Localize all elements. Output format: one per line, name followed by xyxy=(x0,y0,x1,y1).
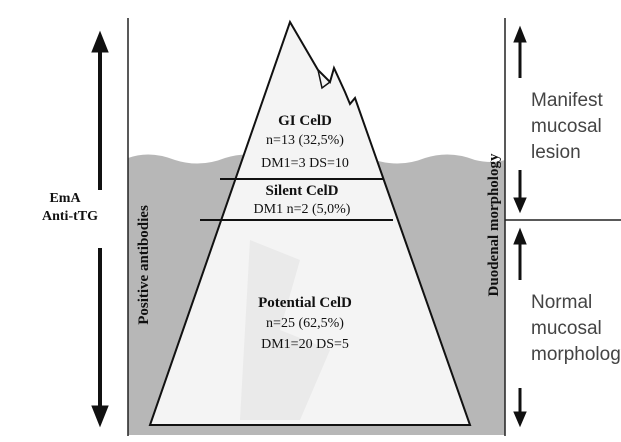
tier-potential-detail: DM1=20 DS=5 xyxy=(261,337,349,352)
tier-silent-title: Silent CelD xyxy=(265,183,339,199)
left-antibody-labels: EmA Anti-tTG xyxy=(42,190,98,226)
right-arrow-down-1 xyxy=(513,170,527,214)
lesion-line: lesion xyxy=(531,142,581,163)
right-arrow-down-2 xyxy=(513,388,527,428)
tier-gi-count: n=13 (32,5%) xyxy=(266,133,344,148)
tier-potential-celd: Potential CelD n=25 (62,5%) DM1=20 DS=5 xyxy=(220,292,390,356)
iceberg-shade xyxy=(240,240,330,420)
manifest-lesion-text: Manifest mucosal lesion xyxy=(531,88,603,166)
tier-silent-detail: DM1 n=2 (5,0%) xyxy=(253,202,351,217)
positive-antibodies-label: Positive antibodies xyxy=(136,205,152,325)
iceberg xyxy=(148,19,472,426)
right-arrow-up-2 xyxy=(513,227,527,280)
right-arrow-up-1 xyxy=(513,25,527,78)
normal-morphology-text: Normal mucosal morphology xyxy=(531,290,621,368)
normal-line: Normal xyxy=(531,292,593,313)
left-arrow-down xyxy=(91,248,109,428)
mucosal-line-2: mucosal xyxy=(531,318,602,339)
anti-ttg-label: Anti-tTG xyxy=(42,209,98,224)
tier-gi-celd: GI CelD n=13 (32,5%) DM1=3 DS=10 xyxy=(230,111,380,175)
tier-gi-detail: DM1=3 DS=10 xyxy=(261,156,349,171)
tier-gi-title: GI CelD xyxy=(278,113,332,129)
tier-potential-title: Potential CelD xyxy=(258,295,352,311)
tier-potential-count: n=25 (62,5%) xyxy=(266,316,344,331)
morphology-line: morphology xyxy=(531,344,621,365)
duodenal-morphology-label: Duodenal morphology xyxy=(486,153,502,297)
mucosal-line-1: mucosal xyxy=(531,116,602,137)
manifest-line: Manifest xyxy=(531,90,603,111)
iceberg-crack xyxy=(317,69,331,90)
left-arrow-up xyxy=(91,30,109,190)
tier-silent-celd: Silent CelD DM1 n=2 (5,0%) xyxy=(222,182,382,219)
ema-label: EmA xyxy=(49,191,81,206)
